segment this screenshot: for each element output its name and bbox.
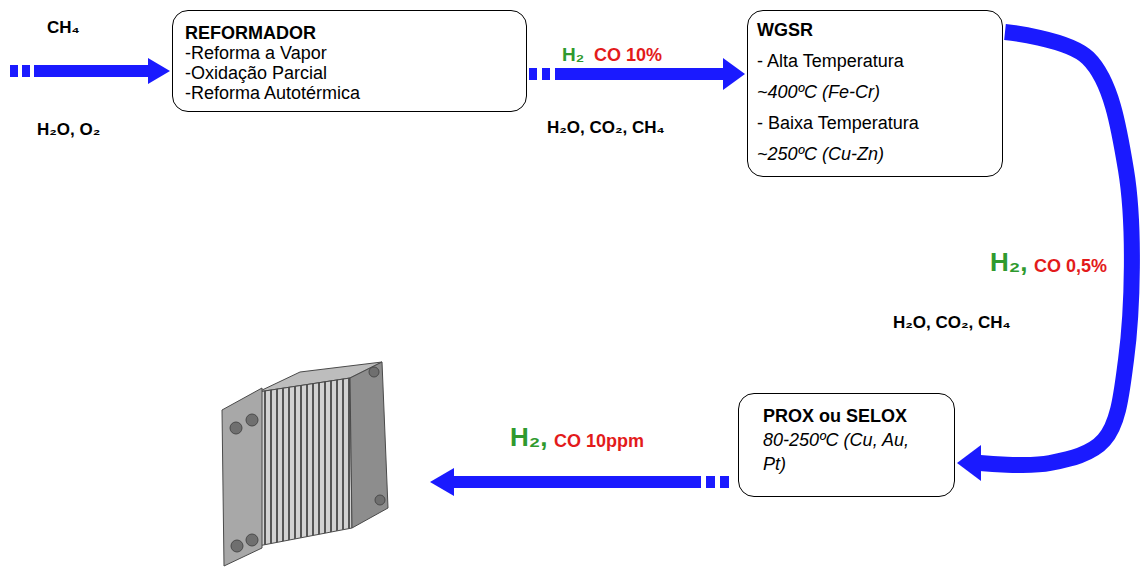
node-text: -Oxidação Parcial [185,63,512,83]
arrow-head [723,58,745,90]
node-text: 80-250ºC (Cu, Au, Pt) [763,428,930,476]
node-title: WGSR [757,15,990,46]
flow-label: H₂, [990,248,1028,278]
flow-label: H₂O, CO₂, CH₄ [547,118,665,138]
arrow-head [148,58,170,84]
flow-label: H₂ [562,44,584,66]
arrow-dash [706,476,715,488]
bolt [230,422,242,434]
node-text: ~250ºC (Cu-Zn) [757,139,990,170]
flow-label: CO 0,5% [1034,256,1107,277]
node-text: -Reforma a Vapor [185,43,512,63]
node-title: PROX ou SELOX [763,404,930,428]
flow-label: CO 10% [594,45,662,66]
bolt [375,495,385,505]
node-text: -Reforma Autotérmica [185,83,512,103]
flow-label: CO 10ppm [554,431,644,452]
bolt [231,540,243,552]
process-box: PROX ou SELOX80-250ºC (Cu, Au, Pt) [738,393,955,497]
end-plate [350,362,388,528]
output-arrow [430,468,729,496]
node-text: - Baixa Temperatura [757,108,990,139]
stack-fins [258,378,352,546]
node-title: REFORMADOR [185,23,512,43]
arrow-dash [10,65,18,77]
process-box: REFORMADOR-Reforma a Vapor-Oxidação Parc… [172,10,527,112]
flow-label: H₂O, CO₂, CH₄ [893,313,1011,333]
flow-label: CH₄ [47,18,80,38]
bolt [246,414,258,426]
flow-label: H₂, [510,423,548,453]
arrow-dash [720,476,729,488]
node-text: ~400ºC (Fe-Cr) [757,77,990,108]
arrow-dash [22,65,30,77]
end-plate [222,388,262,566]
bolt [246,534,258,546]
input-arrow [10,58,170,84]
bolt [369,367,379,377]
arrow-shaft [529,68,724,80]
arrow-head [430,468,454,496]
process-box: WGSR- Alta Temperatura~400ºC (Fe-Cr)- Ba… [747,10,1003,177]
fuel-cell-stack [222,362,388,566]
arrow-head [957,445,981,481]
arrow-shaft [452,476,701,488]
arrow-shaft [34,65,150,77]
flow-label: H₂O, O₂ [37,120,100,140]
node-text: - Alta Temperatura [757,46,990,77]
